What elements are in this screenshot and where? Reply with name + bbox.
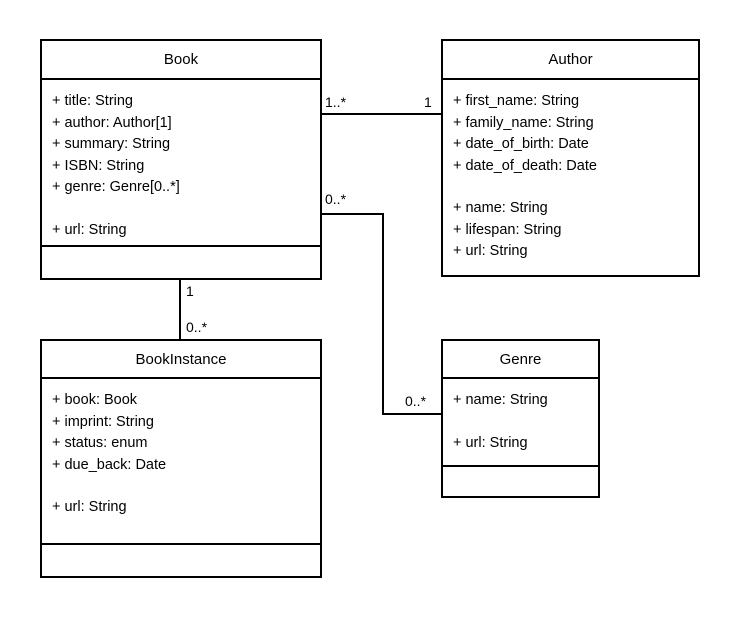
attribute-item: + author: Author[1] bbox=[52, 114, 172, 131]
attribute-item: + family_name: String bbox=[453, 114, 594, 131]
multiplicity-book-bookinstance-source: 1 bbox=[186, 283, 194, 299]
attribute-item: + title: String bbox=[52, 93, 133, 109]
class-name-book: Book bbox=[42, 41, 320, 80]
class-operations-genre bbox=[443, 467, 598, 496]
attribute-item: + url: String bbox=[453, 434, 528, 451]
attribute-item: + name: String bbox=[453, 392, 548, 408]
attribute-item: + genre: Genre[0..*] bbox=[52, 179, 180, 195]
multiplicity-book-author-source: 1..* bbox=[325, 94, 347, 110]
uml-class-bookinstance[interactable]: BookInstance + book: Book + imprint: Str… bbox=[40, 339, 322, 578]
uml-class-genre[interactable]: Genre + name: String + url: String bbox=[441, 339, 600, 498]
uml-class-author[interactable]: Author + first_name: String + family_nam… bbox=[441, 39, 700, 277]
multiplicity-book-author-target: 1 bbox=[424, 94, 432, 110]
multiplicity-book-genre-target: 0..* bbox=[405, 393, 427, 409]
uml-class-book[interactable]: Book + title: String + author: Author[1]… bbox=[40, 39, 322, 280]
class-attributes-bookinstance: + book: Book + imprint: String + status:… bbox=[42, 379, 320, 545]
attribute-item: + summary: String bbox=[52, 136, 171, 152]
attribute-item: + ISBN: String bbox=[52, 157, 145, 174]
multiplicity-book-genre-source: 0..* bbox=[325, 191, 347, 207]
attribute-item: + url: String bbox=[52, 499, 127, 515]
attribute-item: + url: String bbox=[453, 243, 528, 259]
attribute-item: + name: String bbox=[453, 200, 548, 216]
attribute-item: + date_of_death: Date bbox=[453, 157, 597, 174]
attribute-item: + book: Book bbox=[52, 392, 138, 408]
class-name-author: Author bbox=[443, 41, 698, 80]
attribute-item: + due_back: Date bbox=[52, 456, 167, 473]
attribute-item: + status: enum bbox=[52, 435, 148, 451]
class-attributes-author: + first_name: String + family_name: Stri… bbox=[443, 80, 698, 275]
class-attributes-book: + title: String + author: Author[1] + su… bbox=[42, 80, 320, 247]
class-operations-book bbox=[42, 247, 320, 278]
attribute-item: + first_name: String bbox=[453, 93, 580, 109]
multiplicity-book-bookinstance-target: 0..* bbox=[186, 319, 208, 335]
attribute-item: + date_of_birth: Date bbox=[453, 136, 589, 152]
attribute-item: + url: String bbox=[52, 221, 127, 238]
class-name-genre: Genre bbox=[443, 341, 598, 379]
association-line-book-genre bbox=[322, 213, 441, 415]
attribute-item: + imprint: String bbox=[52, 413, 154, 430]
class-attributes-genre: + name: String + url: String bbox=[443, 379, 598, 467]
class-operations-bookinstance bbox=[42, 545, 320, 576]
attribute-item: + lifespan: String bbox=[453, 221, 562, 238]
class-name-bookinstance: BookInstance bbox=[42, 341, 320, 379]
